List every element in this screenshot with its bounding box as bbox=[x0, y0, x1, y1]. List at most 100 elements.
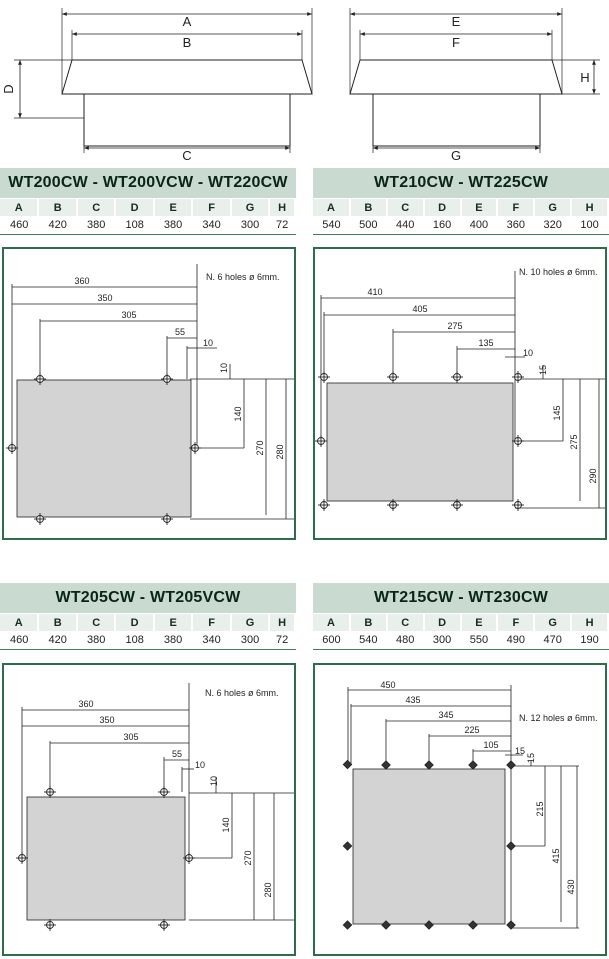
value-cell: 540 bbox=[322, 218, 341, 231]
holes-note: N. 10 holes ø 6mm. bbox=[519, 267, 598, 277]
table-rule bbox=[0, 649, 296, 650]
dim-360: 360 bbox=[74, 276, 89, 286]
header-cell: C bbox=[76, 199, 117, 216]
value-cell: 600 bbox=[322, 633, 341, 646]
value-cell: 340 bbox=[202, 633, 221, 646]
dim-label-d: D bbox=[1, 84, 16, 93]
dim-10-vertical: 10 bbox=[209, 776, 219, 786]
dim-215: 215 bbox=[535, 801, 545, 816]
header-cell: F bbox=[497, 199, 536, 216]
value-cell: 72 bbox=[276, 633, 289, 646]
mounting-hole bbox=[506, 920, 516, 930]
table-rule bbox=[313, 649, 609, 650]
table-header-row: A B C D E F G H bbox=[0, 614, 296, 631]
mounting-hole bbox=[16, 852, 28, 864]
hole-layout-drawing: 410 405 275 135 10 15 145 275 290 N. 10 … bbox=[315, 267, 605, 511]
mounting-hole bbox=[342, 920, 353, 930]
dim-280: 280 bbox=[263, 882, 273, 897]
mounting-diagram-wt205: 360 350 305 55 10 10 140 270 280 N. 6 ho… bbox=[2, 663, 296, 956]
value-cell: 460 bbox=[10, 633, 29, 646]
dim-305: 305 bbox=[121, 310, 136, 320]
value-cell: 380 bbox=[86, 633, 106, 646]
dim-405: 405 bbox=[412, 304, 427, 314]
hole-layout-drawing: 360 350 305 55 10 10 140 270 280 N. 6 ho… bbox=[6, 264, 294, 525]
table-value-row: 600 540 480 300 550 490 470 190 bbox=[313, 631, 608, 648]
dim-140: 140 bbox=[233, 406, 243, 421]
mounting-hole bbox=[189, 442, 201, 454]
dim-290: 290 bbox=[588, 468, 598, 483]
header-cell: E bbox=[153, 199, 194, 216]
header-cell: H bbox=[269, 199, 296, 216]
table-header-row: A B C D E F G H bbox=[313, 199, 609, 216]
header-cell: G bbox=[230, 199, 271, 216]
mounting-diagram-wt215: 450 435 345 225 105 15 15 215 415 430 N.… bbox=[313, 663, 607, 956]
header-cell: G bbox=[534, 614, 573, 631]
model-title-wt215: WT215CW - WT230CW bbox=[313, 583, 609, 613]
dim-55: 55 bbox=[172, 749, 182, 759]
header-cell: E bbox=[153, 614, 194, 631]
dim-415: 415 bbox=[551, 848, 561, 863]
mounting-hole bbox=[468, 920, 478, 930]
value-cell: 470 bbox=[543, 633, 562, 646]
value-cell: 160 bbox=[432, 218, 452, 231]
value-cell: 108 bbox=[125, 218, 144, 231]
header-cell: B bbox=[38, 614, 78, 631]
mounting-hole bbox=[161, 373, 173, 385]
table-header-row: A B C D E F G H bbox=[313, 614, 609, 631]
dim-label-b: B bbox=[183, 35, 192, 50]
header-cell: D bbox=[423, 199, 462, 216]
dimension-table-wt215: A B C D E F G H 600 540 480 300 550 490 … bbox=[313, 614, 609, 648]
dim-270: 270 bbox=[243, 850, 253, 865]
value-cell: 460 bbox=[10, 218, 29, 231]
table-header-row: A B C D E F G H bbox=[0, 199, 296, 216]
header-cell: D bbox=[423, 614, 462, 631]
dimension-table-wt210: A B C D E F G H 540 500 440 160 400 360 … bbox=[313, 199, 609, 233]
header-cell: A bbox=[0, 199, 40, 216]
model-title-wt210: WT210CW - WT225CW bbox=[313, 168, 609, 198]
mounting-diagram-wt210: 410 405 275 135 10 15 145 275 290 N. 10 … bbox=[313, 247, 607, 540]
mounting-hole bbox=[468, 760, 478, 770]
header-cell: G bbox=[230, 614, 271, 631]
table-value-row: 460 420 380 108 380 340 300 72 bbox=[0, 216, 295, 233]
mounting-diagram-wt200: 360 350 305 55 10 10 140 270 280 N. 6 ho… bbox=[2, 247, 296, 540]
mounting-hole bbox=[158, 786, 170, 798]
value-cell: 100 bbox=[580, 218, 599, 231]
holes-note: N. 12 holes ø 6mm. bbox=[519, 713, 598, 723]
dim-105: 105 bbox=[483, 740, 498, 750]
mounting-hole bbox=[512, 435, 524, 447]
dim-label-c: C bbox=[182, 148, 191, 163]
header-cell: E bbox=[460, 614, 499, 631]
mounting-hole bbox=[34, 373, 46, 385]
header-cell: A bbox=[313, 199, 351, 216]
mounting-hole bbox=[424, 760, 434, 770]
table-rule bbox=[0, 234, 296, 235]
value-cell: 300 bbox=[240, 218, 260, 231]
dim-label-a: A bbox=[183, 14, 192, 29]
value-cell: 400 bbox=[469, 218, 489, 231]
dim-10: 10 bbox=[523, 348, 533, 358]
dim-350: 350 bbox=[97, 293, 112, 303]
header-cell: H bbox=[571, 614, 609, 631]
mounting-hole bbox=[451, 371, 463, 383]
value-cell: 550 bbox=[469, 633, 489, 646]
value-cell: 72 bbox=[276, 218, 289, 231]
header-cell: C bbox=[386, 614, 425, 631]
dim-305: 305 bbox=[123, 732, 138, 742]
table-rule bbox=[313, 234, 609, 235]
header-cell: H bbox=[269, 614, 296, 631]
dim-140: 140 bbox=[221, 817, 231, 832]
dim-135: 135 bbox=[478, 338, 493, 348]
value-cell: 320 bbox=[543, 218, 562, 231]
hole-layout-drawing: 360 350 305 55 10 10 140 270 280 N. 6 ho… bbox=[16, 683, 294, 931]
dim-430: 430 bbox=[566, 879, 576, 894]
dim-350: 350 bbox=[99, 715, 114, 725]
top-elevation-drawings: A B C D E F G H bbox=[1, 8, 600, 163]
dim-10: 10 bbox=[195, 760, 205, 770]
dim-55: 55 bbox=[175, 327, 185, 337]
dim-410: 410 bbox=[367, 287, 382, 297]
dim-435: 435 bbox=[405, 695, 420, 705]
header-cell: B bbox=[349, 199, 388, 216]
value-cell: 360 bbox=[506, 218, 525, 231]
mounting-hole bbox=[381, 760, 391, 770]
value-cell: 380 bbox=[86, 218, 106, 231]
